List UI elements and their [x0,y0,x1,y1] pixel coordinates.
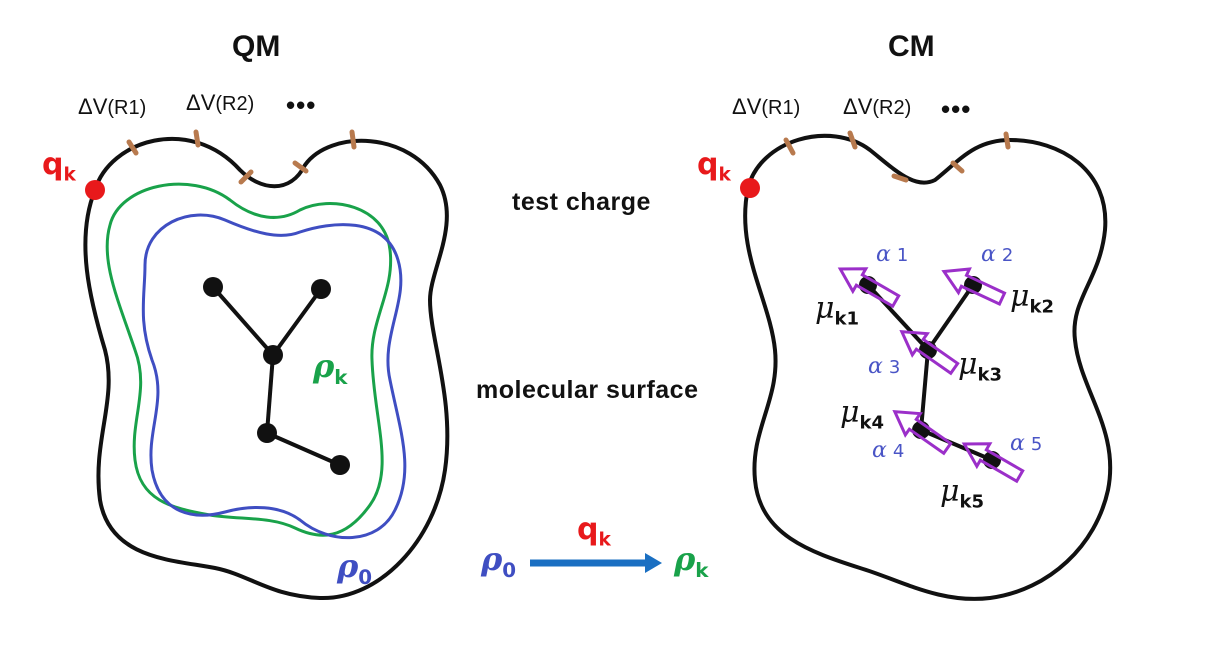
qm-atoms [203,277,350,475]
transform-rho-0: ρ0 [481,540,517,582]
qm-title: QM [232,30,281,63]
dipole-arrows [837,267,1025,484]
rho-k-contour [105,182,393,537]
qm-ellipsis: ••• [286,90,317,120]
qm-potential-ticks [126,129,357,185]
mu-k4-label: μk4 [840,395,884,434]
dipole-arrow-1 [837,267,901,309]
cm-potential-ticks [783,130,1011,183]
cm-qk-label: qk [697,147,731,186]
transform-rho-k: ρk [674,540,709,582]
qm-dv-r2-label: ΔV(R2) [186,90,255,115]
test-charge-label: test charge [512,188,651,216]
transform-qk: qk [577,512,611,551]
cm-molecular-surface [743,133,1113,601]
mu-k5-label: μk5 [940,474,984,513]
cm-ellipsis: ••• [941,94,972,124]
cm-title: CM [888,30,935,63]
cm-dv-r1-label: ΔV(R1) [732,94,801,119]
qm-test-charge-dot [85,180,105,200]
mu-k3-label: μk3 [958,347,1002,386]
mu-k1-label: μk1 [815,291,859,330]
dipole-arrow-2 [941,267,1007,306]
qm-molecule [211,285,341,467]
cm-test-charge-dot [740,178,760,198]
cm-molecule [866,283,993,462]
rho-k-label: ρk [313,347,348,389]
dipole-arrow-3 [899,329,960,376]
rho-0-label: ρ0 [337,547,373,589]
qm-dv-r1-label: ΔV(R1) [78,94,147,119]
qm-molecular-surface [83,136,450,601]
cm-dv-r2-label: ΔV(R2) [843,94,912,119]
qm-qk-label: qk [42,147,76,186]
transform-arrow-head [645,553,662,573]
mu-k2-label: μk2 [1010,279,1054,318]
dipole-arrow-5 [961,442,1025,484]
dipole-arrow-4 [892,409,953,456]
rho-0-contour [141,213,407,540]
molecular-surface-label: molecular surface [476,376,699,404]
